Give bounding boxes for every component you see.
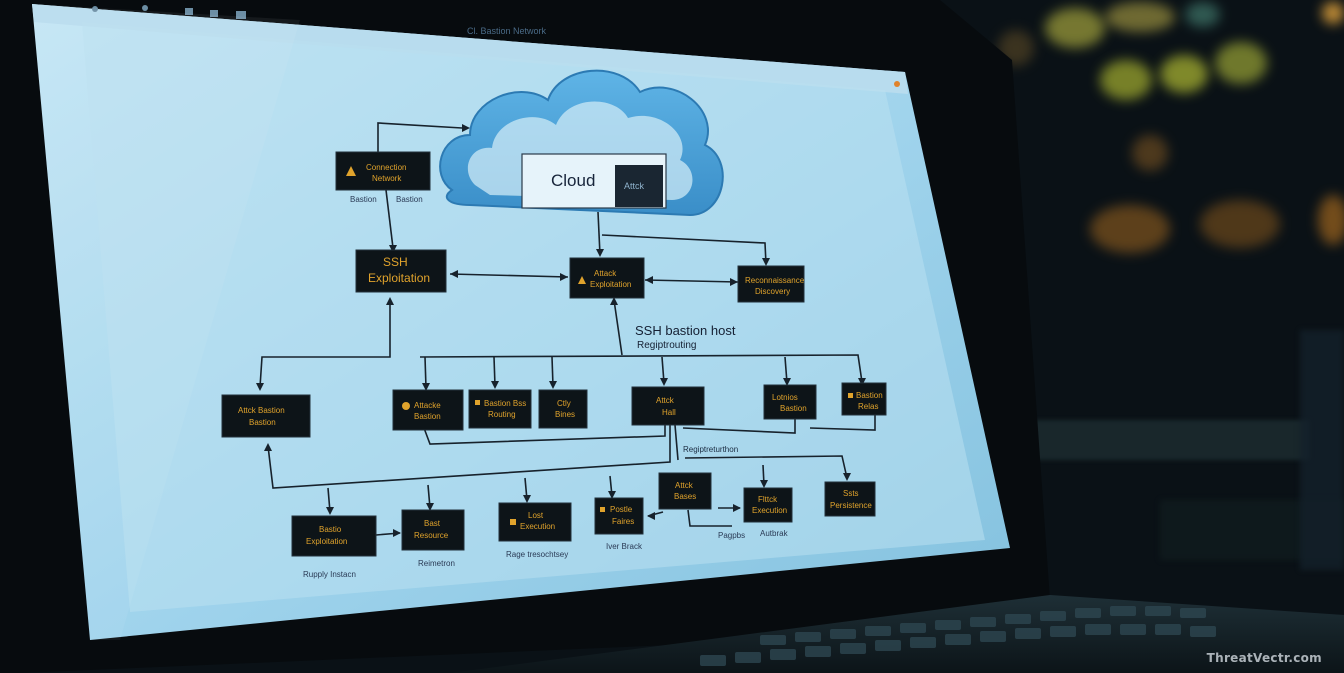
node-row3: Ssts Persistence xyxy=(824,481,876,517)
bokeh-light xyxy=(1105,2,1175,32)
watermark: ThreatVectr.com xyxy=(1206,651,1322,665)
node-text: Reconnaissance xyxy=(745,276,805,285)
node-text: Attacke xyxy=(414,401,441,410)
node-row3: Bastio Exploitation xyxy=(291,515,377,557)
bokeh-light xyxy=(1090,205,1170,253)
screen-glare xyxy=(32,4,300,640)
node-row2: Lotnios Bastion xyxy=(763,384,817,420)
bottom-caption: Iver Brack xyxy=(606,542,643,551)
node-row3: Attck Bases xyxy=(658,472,712,510)
node-text: Bastion xyxy=(414,412,441,421)
bokeh-light xyxy=(1045,8,1105,48)
node-text: Bast xyxy=(424,519,441,528)
node-text: Attck xyxy=(675,481,694,490)
node-text: Bastion xyxy=(856,391,883,400)
window-titlebar xyxy=(32,4,908,94)
bokeh-light xyxy=(1100,60,1152,100)
node-text: Bastion Bss xyxy=(484,399,526,408)
node-text: Exploitation xyxy=(590,280,631,289)
node-text: Lost xyxy=(528,511,544,520)
node-text: SSH xyxy=(383,255,408,269)
cloud-label: Cloud xyxy=(551,171,595,190)
node-text: Execution xyxy=(520,522,555,531)
bastion-subtitle: Regiptrouting xyxy=(637,340,696,351)
node-text: Persistence xyxy=(830,501,872,510)
connector-lines xyxy=(259,122,876,536)
node-text: Bases xyxy=(674,492,696,501)
desk-surface xyxy=(1300,330,1344,570)
window-status-dot xyxy=(894,81,900,87)
mid-caption: Regiptreturthon xyxy=(683,445,738,454)
node-row3: Bast Resource xyxy=(401,509,465,551)
node-reconnaissance: Reconnaissance Discovery xyxy=(737,265,805,303)
node-row3: Flttck Execution xyxy=(743,487,793,523)
node-ssh-exploitation: SSH Exploitation xyxy=(355,249,447,293)
window-title: Cl. Bastion Network xyxy=(467,26,547,36)
bokeh-light xyxy=(1132,135,1168,171)
bottom-caption: Rupply Instacn xyxy=(303,570,356,579)
cloud-tag-box xyxy=(615,165,663,207)
bokeh-light xyxy=(1322,2,1344,24)
caption: Bastion xyxy=(396,195,423,204)
node-row2: Ctly Bines xyxy=(538,389,588,429)
document-area xyxy=(82,22,985,612)
node-text: Postle xyxy=(610,505,633,514)
node-text: Relas xyxy=(858,402,878,411)
node-row2: Attacke Bastion xyxy=(392,389,464,431)
node-text: Lotnios xyxy=(772,393,798,402)
node-text: Exploitation xyxy=(306,537,347,546)
bokeh-light xyxy=(1160,55,1208,93)
desk-surface xyxy=(1020,420,1310,460)
bottom-caption: Rage tresochtsey xyxy=(506,550,568,559)
bastion-title: SSH bastion host xyxy=(635,323,736,338)
node-row2: Attck Hall xyxy=(631,386,705,426)
node-text: Faires xyxy=(612,517,634,526)
node-row2: Bastion Bss Routing xyxy=(468,389,532,429)
cloud-tag: Attck xyxy=(624,181,645,191)
node-connection-network: Connection Network xyxy=(335,151,431,191)
bokeh-light xyxy=(1215,42,1267,84)
node-attack-bastion: Attck Bastion Bastion xyxy=(221,394,311,438)
node-text: Ctly xyxy=(557,399,571,408)
node-text: Bastion xyxy=(780,404,807,413)
node-text: Hall xyxy=(662,408,676,417)
node-text: Attck Bastion xyxy=(238,406,285,415)
node-text: Execution xyxy=(752,506,787,515)
bokeh-light xyxy=(1200,200,1280,248)
bottom-caption: Autbrak xyxy=(760,529,789,538)
node-row3: Lost Execution xyxy=(498,502,572,542)
bottom-caption: Pagpbs xyxy=(718,531,745,540)
node-text: Attck xyxy=(656,396,675,405)
node-text: Network xyxy=(372,174,402,183)
node-text: Connection xyxy=(366,163,406,172)
node-text: Attack xyxy=(594,269,617,278)
node-text: Routing xyxy=(488,410,516,419)
node-row3: Postle Faires xyxy=(594,497,644,535)
node-text: Exploitation xyxy=(368,271,430,285)
caption: Bastion xyxy=(350,195,377,204)
node-text: Bines xyxy=(555,410,575,419)
window-controls xyxy=(92,5,246,19)
node-text: Discovery xyxy=(755,287,790,296)
node-text: Bastion xyxy=(249,418,276,427)
connector-arrowheads xyxy=(256,124,866,537)
node-text: Bastio xyxy=(319,525,342,534)
node-row2: Bastion Relas xyxy=(841,382,887,416)
node-text: Flttck xyxy=(758,495,778,504)
node-attack-exploitation: Attack Exploitation xyxy=(569,257,645,299)
bokeh-light xyxy=(1318,195,1344,245)
node-text: Ssts xyxy=(843,489,859,498)
bottom-caption: Reimetron xyxy=(418,559,455,568)
bokeh-light xyxy=(1185,2,1220,27)
node-text: Resource xyxy=(414,531,449,540)
keyboard-keys xyxy=(700,606,1216,666)
